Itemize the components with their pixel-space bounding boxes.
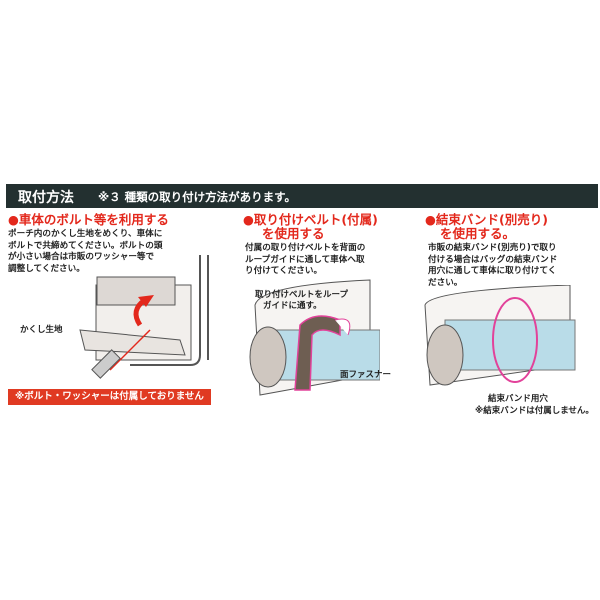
method3-title: ●結束バンド(別売り) — [425, 212, 548, 227]
zip-tie-hole-label: 結束バンド用穴 — [488, 394, 548, 404]
zip-tie-illustration — [424, 285, 576, 386]
section-subtitle: ※３ 種類の取り付け方法があります。 — [98, 190, 297, 204]
text-line: ポーチ内のかくし生地をめくり、車体に — [8, 229, 163, 239]
text-line: ださい。 — [428, 277, 463, 288]
text-line: ボルトで共締めてください。ボルトの頭 — [8, 240, 163, 251]
not-included-note: ※ボルト・ワッシャーは付属しておりません — [8, 389, 211, 405]
label-line: ガイドに通す。 — [263, 301, 322, 311]
method2-text: 付属の取り付けベルトを背面の ループガイドに通して車体へ取 り付けてください。 — [245, 243, 365, 278]
method2-title: ●取り付けベルト(付属) — [243, 212, 378, 227]
text-line: 調整してください。 — [8, 263, 85, 274]
text-line: 市販の結束バンド(別売り)で取り — [428, 243, 557, 253]
velcro-label: 面ファスナー — [340, 370, 392, 380]
section-header: 取付方法 ※３ 種類の取り付け方法があります。 — [6, 184, 598, 208]
method3-text: 市販の結束バンド(別売り)で取り 付ける場合はバッグの結束バンド 用穴に通して車… — [428, 243, 557, 289]
text-line: が小さい場合は市販のワッシャー等で — [8, 252, 155, 262]
method1-title: ●車体のボルト等を利用する — [8, 212, 169, 227]
section-title: 取付方法 — [18, 190, 74, 206]
text-line: 付ける場合はバッグの結束バンド — [428, 254, 558, 265]
text-line: ループガイドに通して車体へ取 — [245, 254, 365, 265]
text-line: 付属の取り付けベルトを背面の — [245, 243, 366, 253]
text-line: 用穴に通して車体に取り付けてく — [428, 266, 557, 276]
method2-title-2: を使用する — [262, 226, 325, 241]
text-line: り付けてください。 — [245, 266, 323, 276]
belt-illustration — [249, 279, 380, 396]
method3-title-2: を使用する。 — [440, 226, 516, 241]
hidden-fabric-label: かくし生地 — [20, 325, 63, 335]
zip-tie-note: ※結束バンドは付属しません。 — [475, 406, 594, 416]
method1-text: ポーチ内のかくし生地をめくり、車体に ボルトで共締めてください。ボルトの頭 が小… — [8, 229, 162, 275]
bolt-illustration — [79, 255, 209, 379]
belt-guide-label: 取り付けベルトをループ ガイドに通す。 — [255, 290, 348, 312]
label-line: 取り付けベルトをループ — [255, 290, 348, 300]
